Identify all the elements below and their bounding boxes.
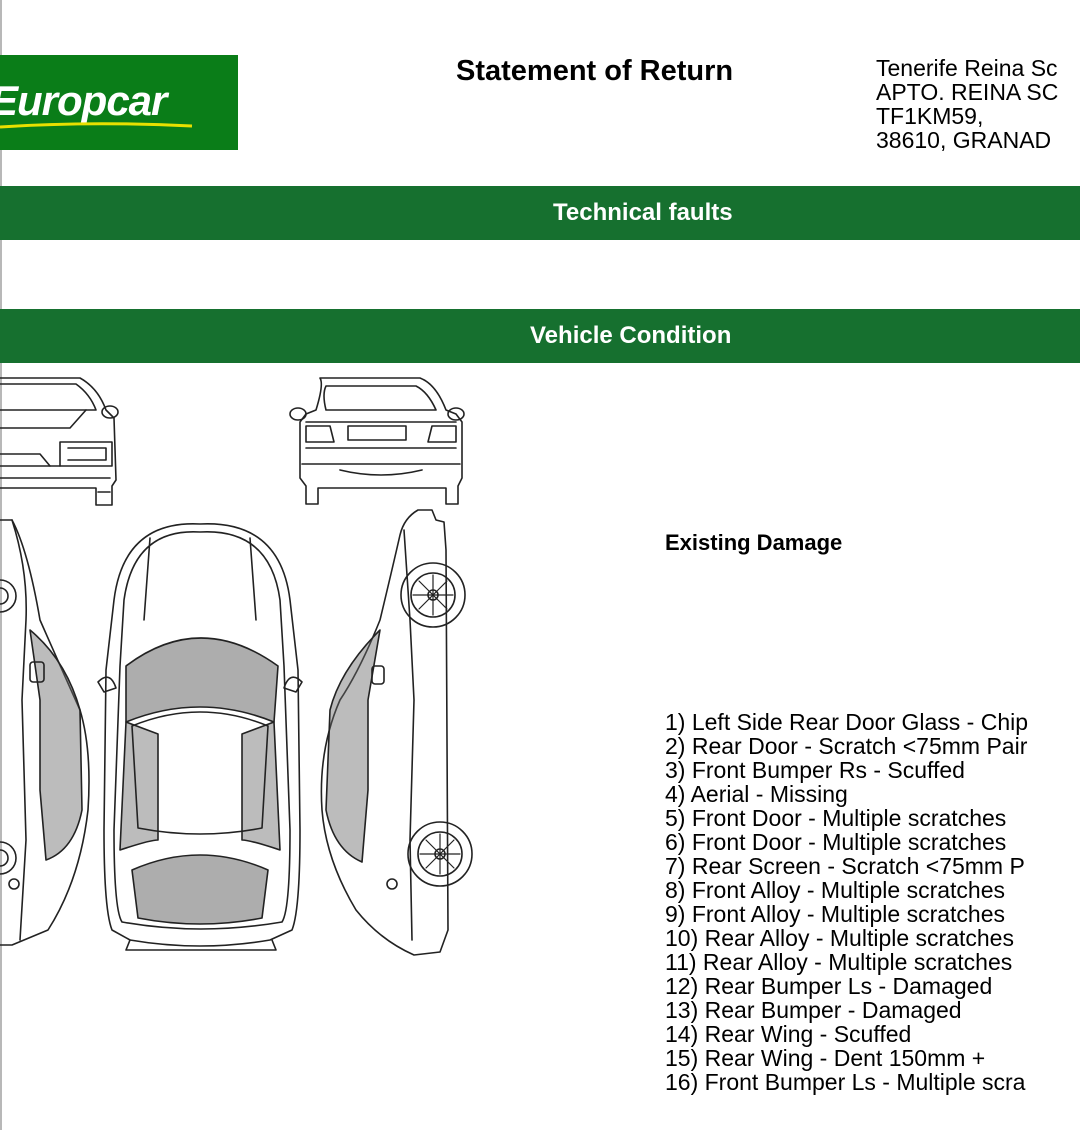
damage-item: 5) Front Door - Multiple scratches: [665, 805, 1007, 831]
car-rear-view-icon: [289, 377, 465, 505]
car-front-view-icon: [0, 377, 119, 506]
damage-item: 6) Front Door - Multiple scratches: [665, 829, 1007, 855]
damage-item: 10) Rear Alloy - Multiple scratches: [665, 925, 1014, 951]
vehicle-condition-heading: Vehicle Condition: [530, 322, 732, 349]
damage-item: 8) Front Alloy - Multiple scratches: [665, 877, 1006, 903]
vehicle-diagram: [0, 377, 473, 956]
damage-item: 3) Front Bumper Rs - Scuffed: [665, 757, 965, 783]
car-right-side-icon: [320, 509, 473, 956]
address-line: APTO. REINA SC: [876, 79, 1059, 105]
page-title: Statement of Return: [456, 55, 734, 87]
damage-item: 14) Rear Wing - Scuffed: [665, 1021, 912, 1047]
technical-faults-heading: Technical faults: [553, 199, 733, 226]
damage-item: 7) Rear Screen - Scratch <75mm P: [665, 853, 1025, 879]
damage-list: 1) Left Side Rear Door Glass - Chip 2) R…: [665, 710, 1028, 1094]
technical-faults-band: Technical faults: [0, 186, 1080, 240]
address-line: 38610, GRANAD: [876, 127, 1052, 153]
europcar-logo: Europcar: [0, 55, 238, 150]
damage-item: 13) Rear Bumper - Damaged: [665, 997, 962, 1023]
existing-damage-heading: Existing Damage: [665, 530, 843, 555]
damage-item: 15) Rear Wing - Dent 150mm +: [665, 1045, 986, 1071]
vehicle-condition-band: Vehicle Condition: [0, 309, 1080, 363]
logo-swoosh-icon: [0, 122, 193, 129]
damage-item: 16) Front Bumper Ls - Multiple scra: [665, 1069, 1026, 1095]
damage-item: 9) Front Alloy - Multiple scratches: [665, 901, 1006, 927]
page-left-border: [0, 0, 2, 1130]
car-top-view-icon: [97, 523, 303, 951]
damage-item: 2) Rear Door - Scratch <75mm Pair: [665, 733, 1028, 759]
logo-text: Europcar: [0, 77, 167, 124]
damage-item: 11) Rear Alloy - Multiple scratches: [665, 949, 1013, 975]
damage-item: 4) Aerial - Missing: [665, 781, 848, 807]
damage-item: 12) Rear Bumper Ls - Damaged: [665, 973, 993, 999]
damage-item: 1) Left Side Rear Door Glass - Chip: [665, 709, 1029, 735]
car-left-side-icon: [0, 519, 90, 946]
address-line: TF1KM59,: [876, 103, 984, 129]
address-line: Tenerife Reina Sc: [876, 55, 1058, 81]
